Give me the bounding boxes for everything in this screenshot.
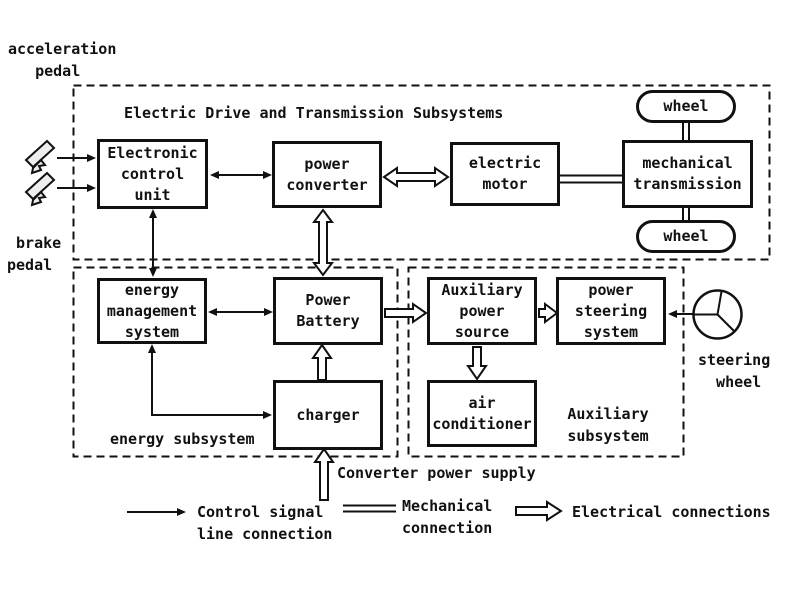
block-electronic-control-unit: Electronic control unit <box>97 139 208 209</box>
electrical-connection-converter-motor <box>382 166 450 188</box>
brake-pedal-icon <box>24 171 56 207</box>
block-auxiliary-power-source: Auxiliary power source <box>427 277 537 345</box>
auxiliary-subsystem-frame <box>407 266 685 458</box>
mechanical-connection-transmission-wheel-top <box>682 122 690 141</box>
block-power-converter: power converter <box>272 141 382 208</box>
block-power-battery: Power Battery <box>273 277 383 345</box>
legend-electrical-connection-marker <box>515 500 563 522</box>
block-air-conditioner: air conditioner <box>427 380 537 447</box>
electrical-connection-converter-battery <box>312 208 334 277</box>
electrical-connection-charger-battery <box>311 343 333 381</box>
control-signal-ems-charger <box>148 344 272 419</box>
control-signal-ecu-ems <box>149 209 157 277</box>
mechanical-connection-transmission-wheel-bottom <box>682 207 690 221</box>
control-signal-accelerator-ecu <box>57 154 96 162</box>
steering-wheel-icon <box>692 289 743 340</box>
control-signal-brake-ecu <box>57 184 96 192</box>
control-signal-ems-battery <box>208 308 273 316</box>
energy-subsystem-frame <box>72 266 399 458</box>
block-electric-motor: electric motor <box>450 142 560 206</box>
drive-subsystem-title: Electric Drive and Transmission Subsyste… <box>124 104 504 122</box>
block-wheel-bottom: wheel <box>636 220 736 253</box>
mechanical-connection-motor-transmission <box>560 174 622 184</box>
legend-mechanical-connection-marker <box>343 504 396 513</box>
electrical-connection-auxpower-steering <box>538 302 559 324</box>
legend-control-signal-label: Control signal line connection <box>197 503 333 543</box>
steering-wheel-label: steering wheel <box>698 351 771 391</box>
legend-electrical-connection-label: Electrical connections <box>572 503 771 521</box>
legend-control-signal-arrow <box>127 508 186 516</box>
brake-pedal-label: brake pedal <box>7 234 62 274</box>
acceleration-pedal-label: acceleration pedal <box>8 40 117 80</box>
accelerator-pedal-icon <box>24 139 56 175</box>
block-power-steering-system: power steering system <box>556 277 666 345</box>
auxiliary-subsystem-label: Auxiliary subsystem <box>567 405 649 445</box>
converter-power-supply-label: Converter power supply <box>337 464 536 482</box>
energy-subsystem-label: energy subsystem <box>110 430 255 448</box>
control-signal-ecu-converter <box>210 171 272 179</box>
block-mechanical-transmission: mechanical transmission <box>622 140 753 208</box>
legend-mechanical-connection-label: Mechanical connection <box>402 497 493 537</box>
control-signal-steeringwheel-steering <box>668 310 694 318</box>
block-wheel-top: wheel <box>636 90 736 123</box>
electrical-connection-auxpower-airconditioner <box>466 346 488 381</box>
electrical-connection-supply-charger <box>313 447 335 501</box>
drive-subsystem-frame <box>72 84 771 261</box>
block-energy-management-system: energy management system <box>97 278 207 344</box>
block-charger: charger <box>273 380 383 450</box>
electrical-connection-battery-auxpower <box>384 302 428 324</box>
